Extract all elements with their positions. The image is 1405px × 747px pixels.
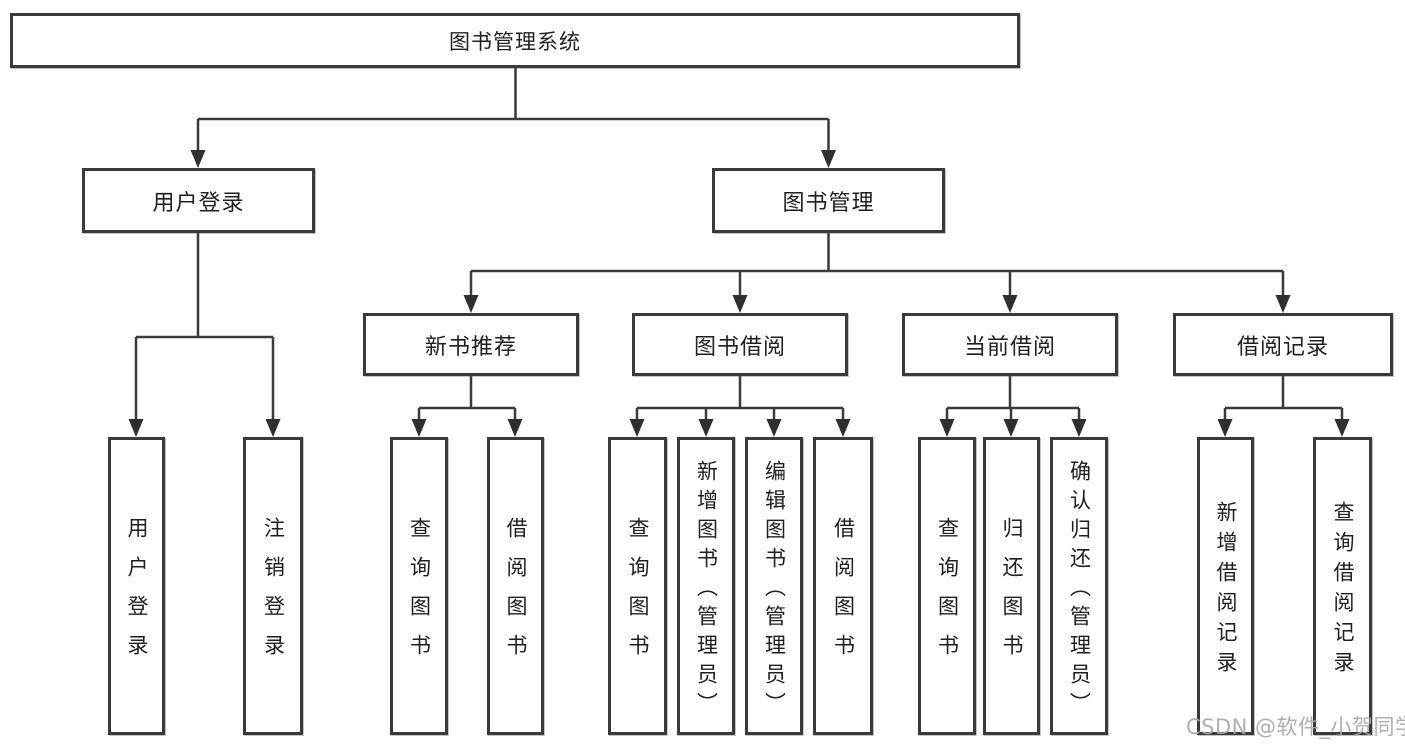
connector-book-borrow-to-leaves bbox=[629, 376, 851, 437]
node-label: 图书管理 bbox=[782, 190, 875, 216]
leaf-label: 借阅图书 bbox=[504, 517, 528, 673]
leaf-label: 归还图书 bbox=[1000, 517, 1024, 673]
leaf-confirm-return-admin: 确认归还（管理员） bbox=[1050, 437, 1108, 735]
leaf-add-book-admin: 新增图书（管理员） bbox=[677, 437, 735, 735]
node-label: 新书推荐 bbox=[424, 334, 517, 360]
connector-user-login-to-leaves bbox=[128, 233, 281, 437]
leaf-label: 用户登录 bbox=[125, 517, 149, 673]
node-label: 图书借阅 bbox=[693, 334, 786, 360]
node-user-login: 用户登录 bbox=[82, 168, 315, 233]
leaf-label: 查询图书 bbox=[407, 517, 432, 673]
node-label: 图书管理系统 bbox=[449, 29, 581, 54]
connector-new-book-rec-to-leaves bbox=[411, 376, 523, 437]
leaf-user-login: 用户登录 bbox=[108, 437, 165, 735]
leaf-label: 新增借阅记录 bbox=[1214, 500, 1238, 681]
leaf-edit-book-admin: 编辑图书（管理员） bbox=[745, 437, 803, 735]
leaf-label: 查询图书 bbox=[935, 517, 960, 673]
leaf-label: 查询图书 bbox=[626, 517, 650, 673]
connector-book-mgmt-to-level3 bbox=[463, 233, 1291, 313]
leaf-query-book-current: 查询图书 bbox=[918, 437, 976, 735]
node-library-system: 图书管理系统 bbox=[10, 13, 1020, 68]
leaf-label: 新增图书（管理员） bbox=[694, 459, 719, 721]
leaf-query-borrow-record: 查询借阅记录 bbox=[1313, 437, 1372, 735]
node-label: 用户登录 bbox=[152, 190, 245, 216]
node-book-borrow: 图书借阅 bbox=[632, 313, 848, 376]
leaf-add-borrow-record: 新增借阅记录 bbox=[1197, 437, 1254, 735]
leaf-label: 查询借阅记录 bbox=[1331, 500, 1355, 681]
connector-root-to-level2 bbox=[190, 68, 836, 168]
leaf-label: 编辑图书（管理员） bbox=[762, 459, 787, 721]
leaf-label: 确认归还（管理员） bbox=[1067, 459, 1092, 721]
leaf-borrow-book-recommend: 借阅图书 bbox=[487, 437, 544, 735]
leaf-query-book-recommend: 查询图书 bbox=[390, 437, 448, 735]
node-label: 当前借阅 bbox=[963, 334, 1056, 360]
node-current-borrow: 当前借阅 bbox=[902, 313, 1118, 376]
node-new-book-recommend: 新书推荐 bbox=[363, 313, 579, 376]
leaf-label: 借阅图书 bbox=[831, 517, 856, 673]
connector-borrow-records-to-leaves bbox=[1217, 376, 1350, 437]
leaf-label: 注销登录 bbox=[261, 517, 286, 673]
node-label: 借阅记录 bbox=[1236, 334, 1329, 360]
connector-current-borrow-to-leaves bbox=[939, 376, 1087, 437]
leaf-logout: 注销登录 bbox=[243, 437, 303, 735]
leaf-return-book: 归还图书 bbox=[983, 437, 1040, 735]
node-borrow-records: 借阅记录 bbox=[1173, 313, 1393, 376]
leaf-query-book-borrow: 查询图书 bbox=[608, 437, 667, 735]
leaf-borrow-book: 借阅图书 bbox=[813, 437, 873, 735]
watermark-csdn: CSDN @软件_小贺同学 bbox=[1186, 715, 1405, 739]
node-book-management: 图书管理 bbox=[712, 168, 945, 233]
